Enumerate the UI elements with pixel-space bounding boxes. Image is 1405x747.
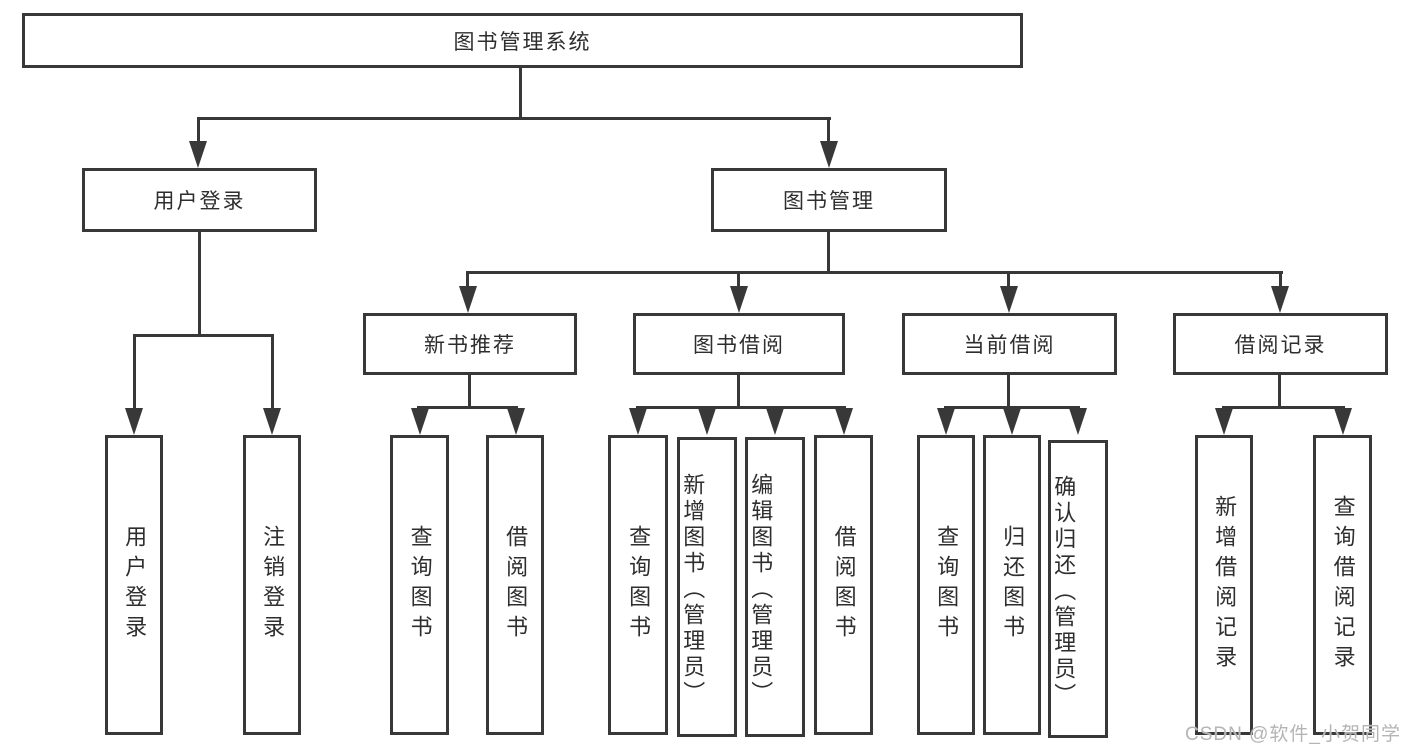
- connector-drop-user-login: [197, 117, 200, 147]
- leaf-nb-borrow-book: 借阅图书: [486, 435, 544, 735]
- leaf-bb-add-book-admin-label: 新增图书（管理员）: [680, 473, 706, 707]
- leaf-bb-edit-book-admin: 编辑图书（管理员）: [745, 437, 805, 737]
- leaf-bb-query-book-label: 查询图书: [626, 525, 652, 645]
- arrowhead-br-add: [1215, 408, 1233, 435]
- connector-drop-current-borrow: [1007, 271, 1010, 289]
- node-borrow-record: 借阅记录: [1173, 313, 1388, 375]
- leaf-user-login-label: 用户登录: [122, 525, 148, 645]
- node-book-mgmt-branch-label: 图书管理: [783, 190, 875, 213]
- leaf-user-login: 用户登录: [105, 435, 163, 735]
- leaf-br-add-record: 新增借阅记录: [1195, 435, 1253, 735]
- leaf-cb-confirm-return-admin: 确认归还（管理员）: [1048, 440, 1108, 738]
- node-root: 图书管理系统: [22, 13, 1023, 68]
- arrowhead-current-borrow: [1000, 286, 1018, 313]
- node-user-login-branch: 用户登录: [82, 168, 317, 232]
- leaf-bb-edit-book-admin-label: 编辑图书（管理员）: [748, 473, 774, 707]
- connector-drop-leaf-logout: [271, 334, 274, 412]
- arrowhead-cb-return: [1003, 408, 1021, 435]
- node-book-borrow-label: 图书借阅: [693, 334, 785, 357]
- arrowhead-bb-edit: [766, 408, 784, 435]
- leaf-br-query-record: 查询借阅记录: [1313, 435, 1372, 735]
- arrowhead-leaf-login: [125, 408, 143, 435]
- connector-drop-borrow-record: [1279, 271, 1282, 289]
- leaf-nb-query-book-label: 查询图书: [407, 525, 433, 645]
- leaf-br-add-record-label: 新增借阅记录: [1212, 495, 1238, 675]
- connector-root-horizontal: [197, 117, 831, 120]
- connector-userlogin-stem: [198, 232, 201, 336]
- arrowhead-nb-borrow: [507, 408, 525, 435]
- connector-currentborrow-stem: [1007, 375, 1010, 408]
- connector-bookmgmt-horizontal: [466, 271, 1283, 274]
- connector-bookmgmt-stem: [827, 232, 830, 273]
- leaf-cb-query-book: 查询图书: [917, 435, 975, 735]
- node-borrow-record-label: 借阅记录: [1234, 334, 1327, 357]
- leaf-bb-add-book-admin: 新增图书（管理员）: [677, 437, 737, 737]
- leaf-cb-confirm-return-admin-label: 确认归还（管理员）: [1051, 475, 1077, 709]
- connector-bookborrow-horizontal: [636, 406, 846, 409]
- leaf-br-query-record-label: 查询借阅记录: [1330, 495, 1356, 675]
- connector-root-stem: [519, 66, 522, 120]
- connector-drop-book-borrow: [737, 271, 740, 289]
- node-book-borrow: 图书借阅: [633, 313, 845, 375]
- connector-newbook-stem: [468, 375, 471, 408]
- arrowhead-bb-query: [629, 408, 647, 435]
- node-current-borrow: 当前借阅: [902, 313, 1117, 375]
- leaf-nb-query-book: 查询图书: [390, 435, 449, 735]
- node-new-book-rec-label: 新书推荐: [424, 334, 516, 357]
- arrowhead-leaf-logout: [263, 408, 281, 435]
- arrowhead-cb-query: [937, 408, 955, 435]
- leaf-logout: 注销登录: [243, 435, 301, 735]
- arrowhead-new-book: [459, 286, 477, 313]
- node-book-mgmt-branch: 图书管理: [711, 168, 947, 232]
- connector-borrowrecord-horizontal: [1222, 406, 1345, 409]
- node-new-book-rec: 新书推荐: [363, 313, 577, 375]
- node-root-label: 图书管理系统: [453, 30, 592, 54]
- connector-userlogin-horizontal: [133, 334, 274, 337]
- leaf-bb-borrow-book-label: 借阅图书: [831, 525, 857, 645]
- leaf-bb-query-book: 查询图书: [608, 435, 668, 735]
- node-current-borrow-label: 当前借阅: [963, 334, 1056, 357]
- leaf-cb-query-book-label: 查询图书: [934, 525, 960, 645]
- connector-bookborrow-stem: [737, 375, 740, 408]
- leaf-nb-borrow-book-label: 借阅图书: [503, 525, 529, 645]
- arrowhead-borrow-record: [1271, 286, 1289, 313]
- connector-drop-book-mgmt: [827, 117, 830, 147]
- arrowhead-book-borrow: [730, 286, 748, 313]
- connector-newbook-horizontal: [417, 406, 518, 409]
- leaf-cb-return-book-label: 归还图书: [1000, 525, 1026, 645]
- connector-drop-leaf-login: [133, 334, 136, 412]
- leaf-cb-return-book: 归还图书: [983, 435, 1041, 735]
- leaf-bb-borrow-book: 借阅图书: [814, 435, 873, 735]
- connector-currentborrow-horizontal: [944, 406, 1080, 409]
- arrowhead-bb-add: [698, 408, 716, 435]
- arrowhead-br-query: [1334, 408, 1352, 435]
- arrowhead-bb-borrow: [835, 408, 853, 435]
- arrowhead-cb-confirm: [1069, 408, 1087, 435]
- arrowhead-user-login: [189, 141, 207, 168]
- arrowhead-book-mgmt: [820, 141, 838, 168]
- arrowhead-nb-query: [411, 408, 429, 435]
- leaf-logout-label: 注销登录: [260, 525, 286, 645]
- csdn-watermark: CSDN @软件_小贺同学: [1185, 724, 1401, 745]
- connector-drop-new-book: [466, 271, 469, 289]
- connector-borrowrecord-stem: [1278, 375, 1281, 408]
- node-user-login-branch-label: 用户登录: [153, 190, 246, 213]
